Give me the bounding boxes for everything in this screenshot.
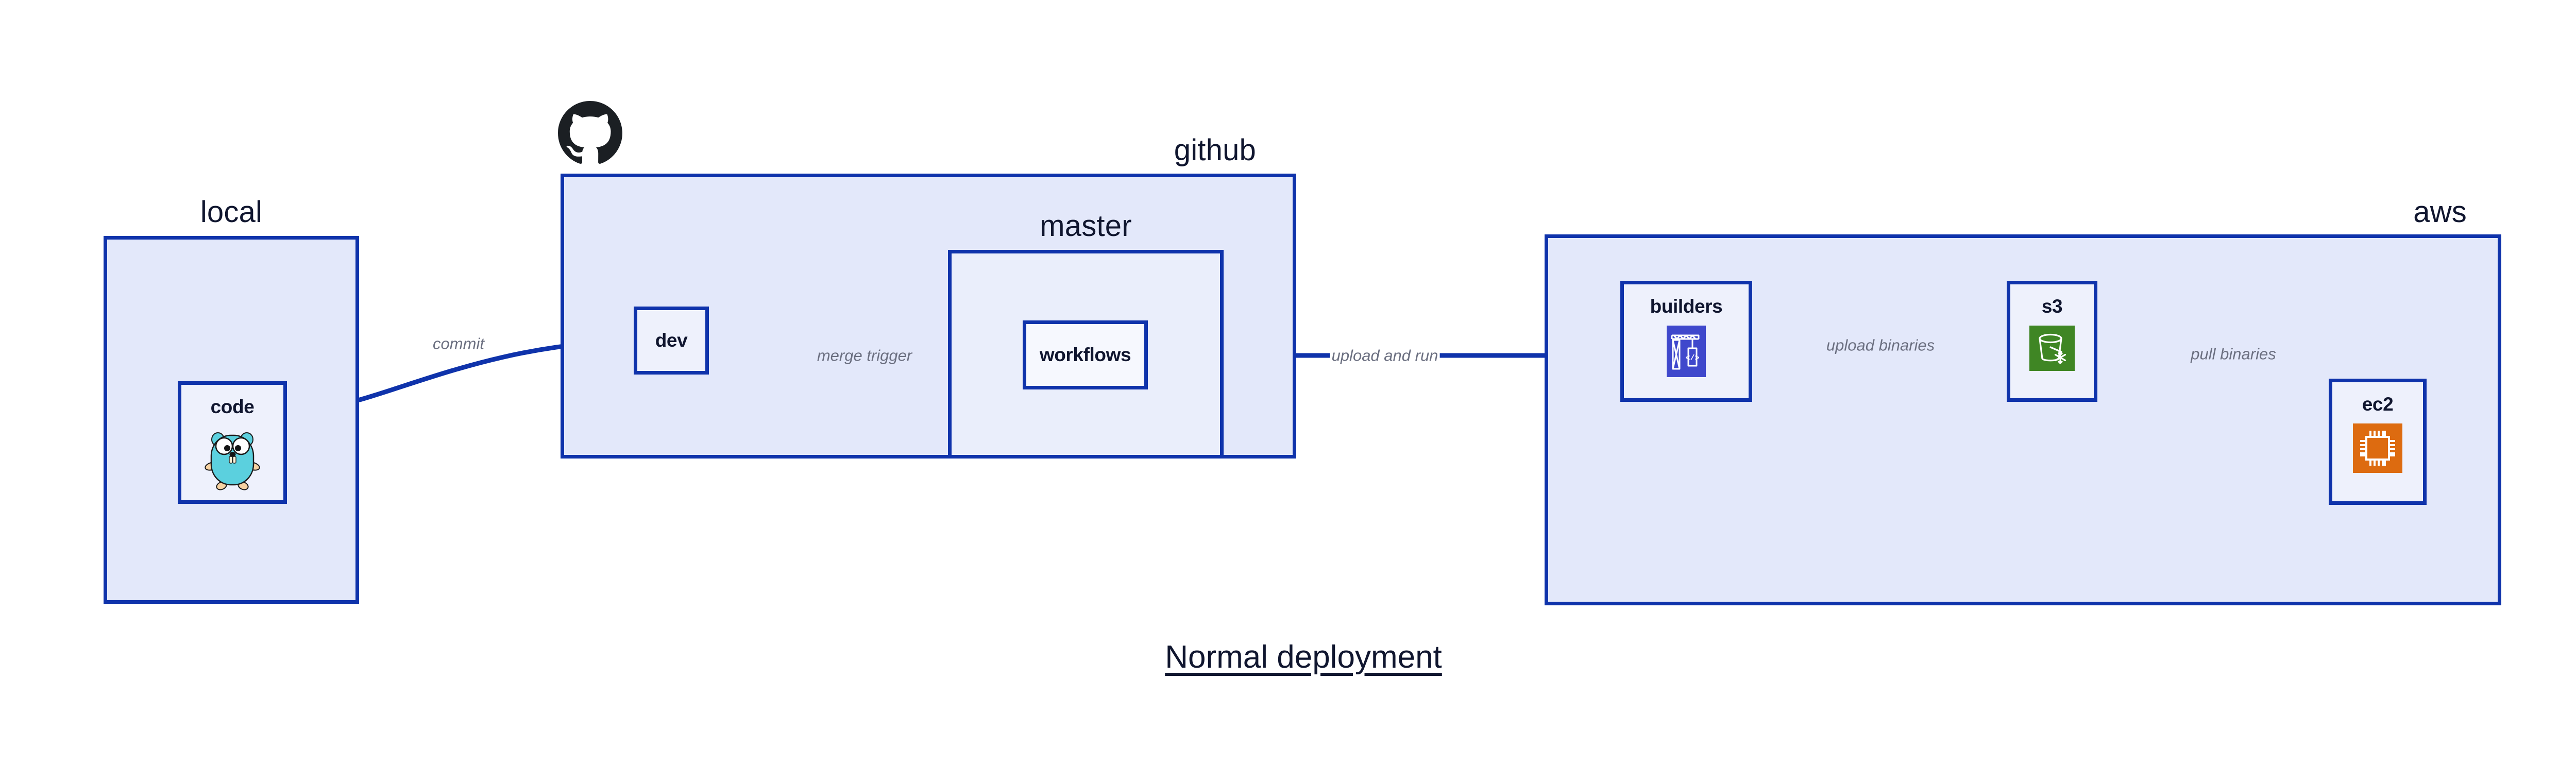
- svg-text:</>: </>: [1685, 354, 1699, 363]
- edge-label-pull-binaries: pull binaries: [2189, 346, 2278, 362]
- aws-ec2-icon: [2353, 423, 2402, 476]
- node-ec2[interactable]: ec2: [2329, 379, 2427, 505]
- aws-s3-icon: [2029, 326, 2075, 373]
- cluster-label-master: master: [1040, 209, 1132, 243]
- edge-label-merge-trigger: merge trigger: [815, 347, 914, 364]
- github-octocat-icon: [558, 101, 622, 165]
- node-label-builders: builders: [1650, 296, 1723, 317]
- diagram-title: Normal deployment: [1165, 639, 1442, 675]
- node-builders[interactable]: builders </>: [1620, 281, 1752, 402]
- node-label-dev: dev: [655, 330, 688, 351]
- cluster-label-aws: aws: [2413, 195, 2467, 229]
- go-gopher-icon: [205, 426, 260, 495]
- node-label-s3: s3: [2041, 296, 2063, 317]
- cluster-label-local: local: [200, 195, 263, 229]
- node-s3[interactable]: s3: [2007, 281, 2097, 402]
- edge-label-upload-and-run: upload and run: [1330, 347, 1440, 364]
- node-workflows[interactable]: workflows: [1023, 320, 1148, 389]
- cluster-label-github: github: [1174, 133, 1256, 167]
- aws-builders-icon: </>: [1667, 326, 1706, 380]
- edge-label-commit: commit: [431, 335, 486, 352]
- node-code[interactable]: code: [178, 381, 287, 504]
- node-label-ec2: ec2: [2362, 394, 2394, 415]
- node-label-code: code: [210, 396, 255, 417]
- edge-label-upload-binaries: upload binaries: [1824, 337, 1937, 353]
- node-dev[interactable]: dev: [634, 307, 709, 375]
- node-label-workflows: workflows: [1039, 344, 1131, 365]
